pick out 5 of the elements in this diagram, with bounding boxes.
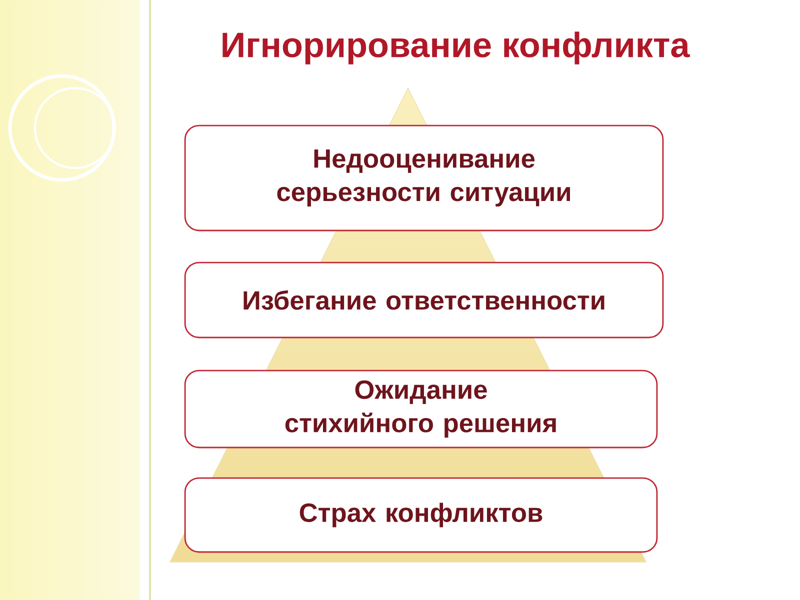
level-box: Избегание ответственности <box>184 262 664 338</box>
level-box: Страх конфликтов <box>184 477 658 553</box>
title: Игнорирование конфликта <box>222 32 690 64</box>
level-box: Ожидание стихийного решения <box>184 370 658 448</box>
level-box: Недооценивание серьезности ситуации <box>184 124 664 232</box>
